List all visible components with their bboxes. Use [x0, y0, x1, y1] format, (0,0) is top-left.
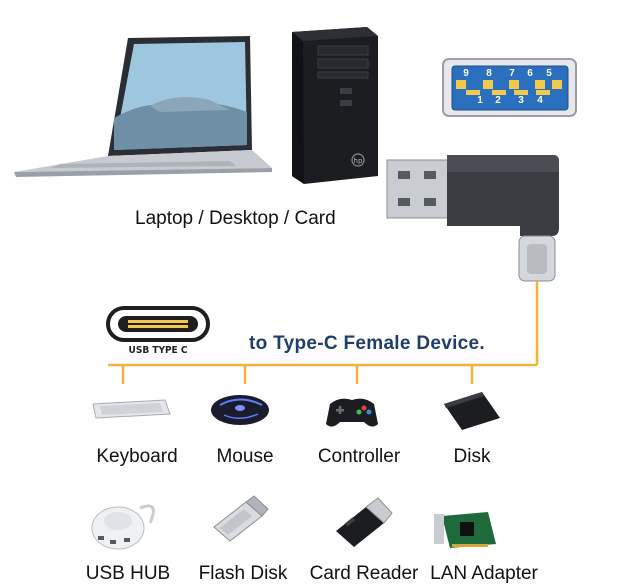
flash-disk-icon: [213, 495, 269, 542]
device-label-usb-hub: USB HUB: [85, 563, 171, 584]
pin-label: 3: [518, 95, 524, 106]
pin-label: 9: [463, 68, 469, 79]
brand-logo: hp: [354, 157, 363, 165]
pin-label: 2: [495, 95, 501, 106]
device-label-disk: Disk: [453, 446, 491, 467]
connector-lines: [108, 281, 539, 384]
pin-label: 1: [477, 95, 483, 106]
lan-adapter-icon: [434, 512, 496, 548]
usb-adapter-image: [386, 155, 559, 282]
disk-icon: [444, 392, 500, 430]
source-devices-label: Laptop / Desktop / Card: [135, 208, 336, 229]
pin-label: 5: [546, 68, 552, 79]
desktop-tower-image: hp: [292, 27, 378, 184]
device-label-lan-adapter: LAN Adapter: [430, 563, 538, 584]
pin-label: 6: [527, 68, 533, 79]
usb-a-pinout: [442, 58, 577, 117]
pin-label: 8: [486, 68, 492, 79]
device-label-mouse: Mouse: [216, 446, 274, 467]
mouse-icon: [211, 395, 269, 425]
device-label-keyboard: Keyboard: [96, 446, 178, 467]
device-label-controller: Controller: [317, 446, 401, 467]
pin-label: 7: [509, 68, 515, 79]
controller-icon: [326, 398, 378, 427]
usb-hub-icon: [91, 504, 155, 550]
device-label-flash-disk: Flash Disk: [198, 563, 288, 584]
usb-c-caption: USB TYPE C: [128, 345, 188, 356]
keyboard-icon: [92, 399, 171, 419]
usb-c-badge: [106, 306, 210, 342]
device-label-card-reader: Card Reader: [309, 563, 419, 584]
card-reader-icon: [336, 497, 393, 547]
laptop-image: [14, 36, 272, 177]
pin-label: 4: [537, 95, 543, 106]
headline: to Type-C Female Device.: [249, 333, 485, 354]
